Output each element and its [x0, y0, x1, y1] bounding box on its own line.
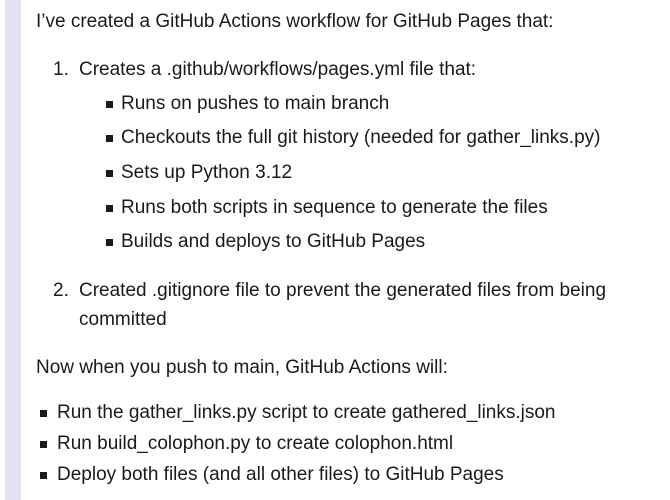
step-1-subitem: Sets up Python 3.12: [121, 162, 293, 183]
step-2-text-line-1: Created .gitignore file to prevent the g…: [79, 280, 607, 301]
step-1-subitem: Checkouts the full git history (needed f…: [121, 127, 601, 148]
bullet-marker: [106, 170, 113, 177]
bullet-marker: [106, 205, 113, 212]
bullet-marker: [106, 239, 113, 246]
step-2-number: 2.: [53, 280, 69, 301]
step-1-subitem: Runs both scripts in sequence to generat…: [121, 197, 548, 218]
bullet-marker: [106, 101, 113, 108]
blockquote-bar: [5, 0, 21, 500]
intro-text: I’ve created a GitHub Actions workflow f…: [36, 11, 554, 32]
action-item: Run build_colophon.py to create colophon…: [57, 433, 454, 454]
step-1-subitem: Builds and deploys to GitHub Pages: [121, 231, 426, 252]
summary-text: Now when you push to main, GitHub Action…: [36, 357, 448, 378]
step-1-subitem: Runs on pushes to main branch: [121, 93, 390, 114]
action-item: Run the gather_links.py script to create…: [57, 402, 556, 423]
step-2-text-line-2: committed: [79, 309, 167, 330]
bullet-marker: [40, 472, 47, 479]
bullet-marker: [40, 410, 47, 417]
step-1-text: Creates a .github/workflows/pages.yml fi…: [79, 59, 477, 80]
bullet-marker: [106, 135, 113, 142]
step-1-number: 1.: [53, 59, 69, 80]
bullet-marker: [40, 441, 47, 448]
action-item: Deploy both files (and all other files) …: [57, 464, 504, 485]
